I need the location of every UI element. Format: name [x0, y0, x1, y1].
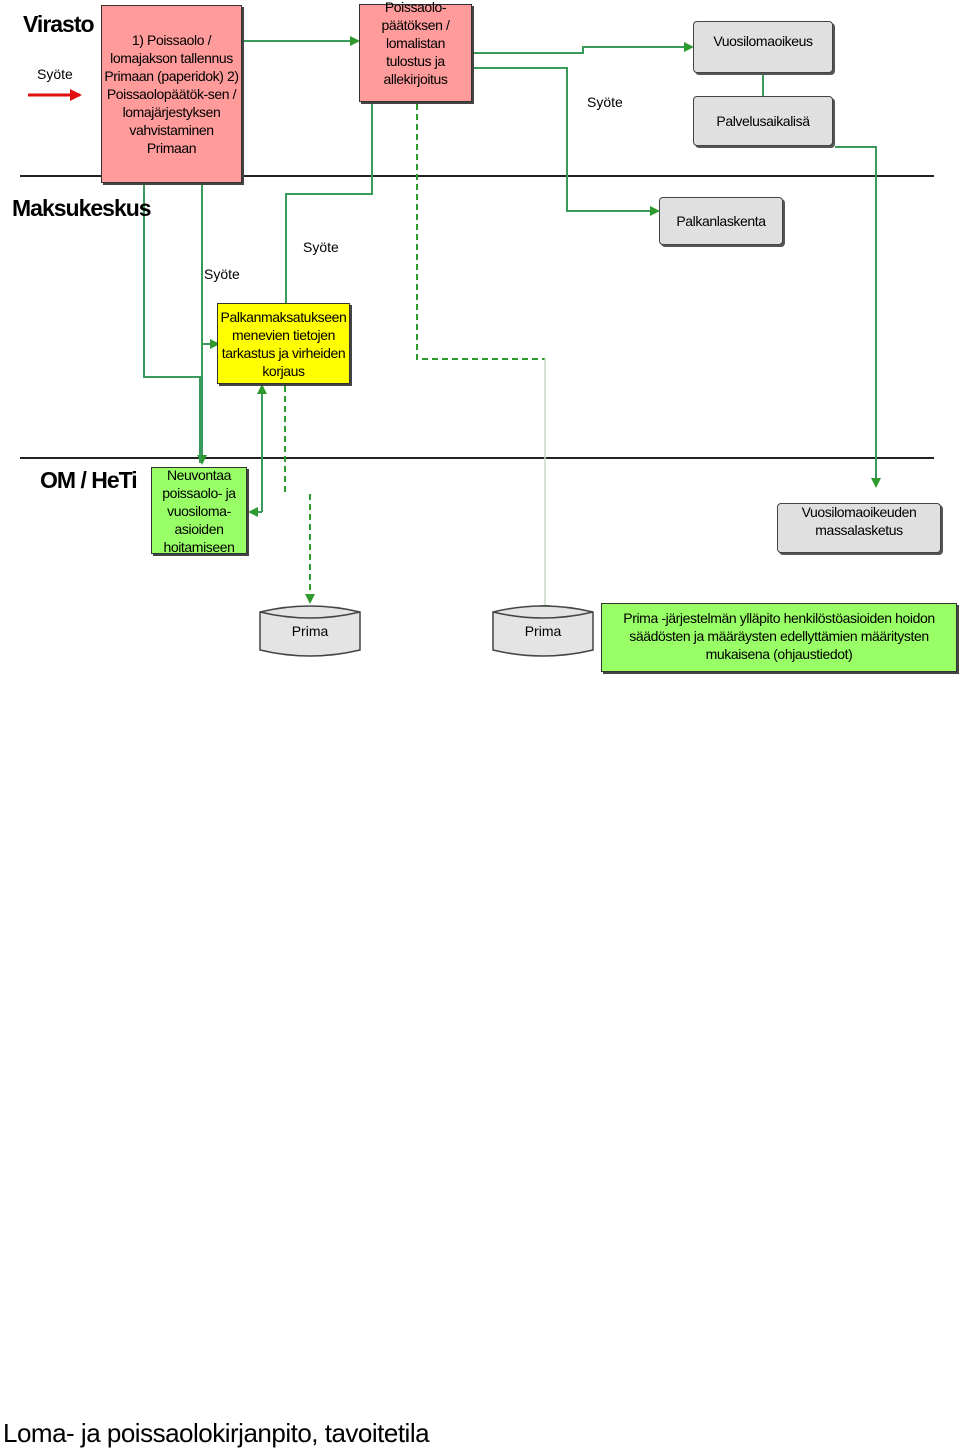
- box-neuvonta: Neuvontaa poissaolo- ja vuosiloma-asioid…: [151, 467, 247, 555]
- label-syote-low: Syöte: [204, 266, 240, 282]
- box-massalasketus: Vuosilomaoikeuden massalasketus: [777, 503, 941, 553]
- label-prima-2: Prima: [524, 623, 562, 639]
- database-icon: [259, 605, 361, 657]
- connector-tarkastus-tulostus: [285, 80, 377, 303]
- dashed-tulostus-right: [416, 104, 545, 360]
- lane-title-omheti: OM / HeTi: [40, 467, 138, 493]
- connector-neuvonta-tallennus: [139, 167, 201, 463]
- box-yllapito: Prima -järjestelmän ylläpito henkilöstöa…: [601, 603, 957, 672]
- box-tallennus: 1) Poissaolo / lomajakson tallennus Prim…: [101, 5, 242, 183]
- box-vuosilomaoikeus: Vuosilomaoikeus: [693, 21, 833, 73]
- label-prima-1: Prima: [291, 623, 329, 639]
- diagram-title: Loma- ja poissaolokirjanpito, tavoitetil…: [3, 1418, 430, 1448]
- database-icon: [492, 605, 594, 657]
- box-palkanlaskenta: Palkanlaskenta: [659, 197, 783, 245]
- label-syote-right: Syöte: [587, 94, 623, 110]
- connector-palvelusaikalisa-massalasketus: [835, 146, 881, 488]
- label-syote-input: Syöte: [37, 66, 73, 82]
- connector-tulostus-palkanlaskenta: [473, 67, 660, 216]
- connector-tulostus-vuosilomaoikeus: [473, 42, 694, 54]
- label-syote-mid: Syöte: [303, 239, 339, 255]
- box-palvelusaikalisa: Palvelusaikalisä: [693, 96, 833, 146]
- box-tulostus: Poissaolo-päätöksen / lomalistan tulostu…: [359, 0, 472, 102]
- lane-title-maksukeskus: Maksukeskus: [12, 195, 152, 221]
- lane-title-virasto: Virasto: [23, 11, 95, 37]
- box-tarkastus: Palkanmaksatukseen menevien tietojen tar…: [217, 303, 350, 384]
